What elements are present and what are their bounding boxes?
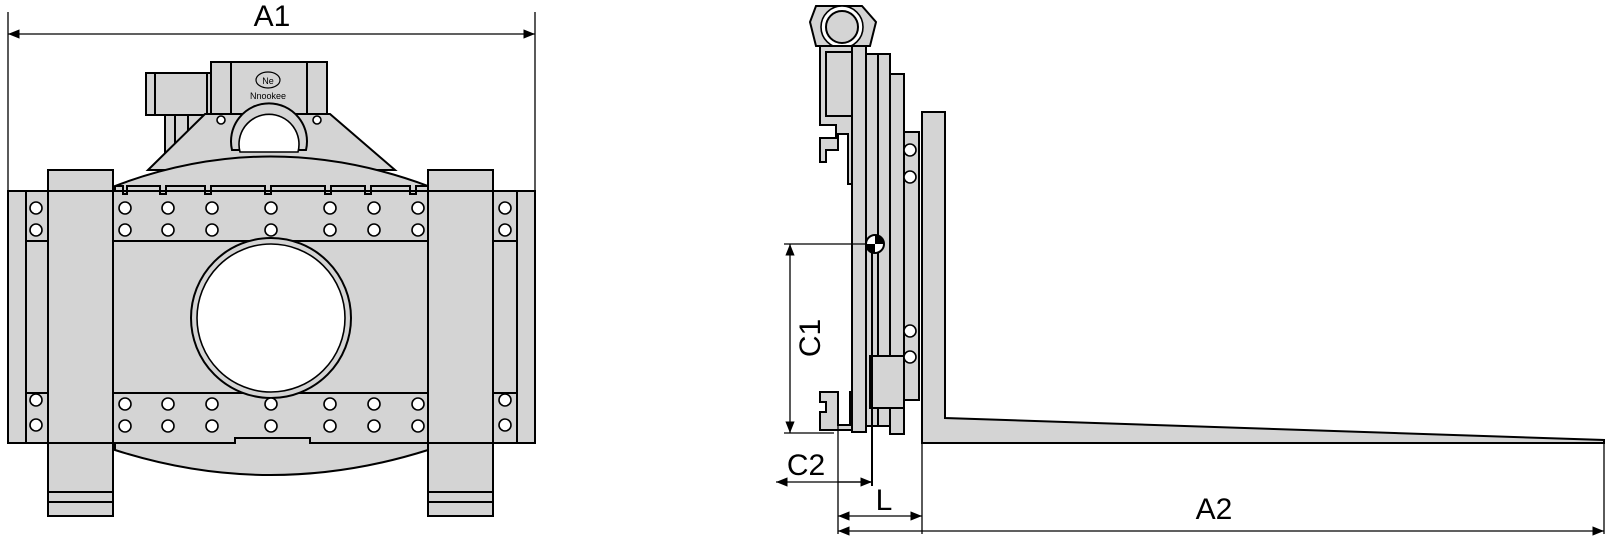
front-view: Ne Nnookee: [7, 0, 536, 517]
side-view: C1 C2 L A2: [776, 5, 1605, 536]
carriage-back-plate: [851, 45, 867, 433]
right-end-cap: [516, 190, 536, 444]
logo-monogram: Ne: [262, 76, 274, 86]
top-pin-inner: [825, 10, 859, 44]
dim-c1-label: C1: [794, 319, 827, 357]
rotator-bore: [196, 243, 346, 393]
left-end-cap: [7, 190, 27, 444]
dim-c2-label: C2: [787, 449, 825, 482]
top-housing-left-cap: [210, 61, 232, 115]
left-hook-foot: [47, 491, 114, 517]
top-housing-right-cap: [306, 61, 328, 115]
bracket-pin-left: [216, 115, 226, 125]
bracket-pin-right: [312, 115, 322, 125]
right-hook-plate: [427, 169, 494, 493]
brand-logo: Ne Nnookee: [250, 71, 286, 101]
upper-gusset: [114, 155, 429, 192]
lower-carriage-block: [869, 355, 905, 409]
upper-hook-slot: [825, 51, 853, 117]
dim-l-label: L: [876, 484, 893, 517]
pivot-point-fill: [866, 235, 884, 253]
logo-wordmark: Nnookee: [250, 91, 286, 101]
upper-bracket-bore: [238, 113, 300, 153]
left-hook-plate: [47, 169, 114, 493]
bolt-holes: [29, 201, 512, 433]
dim-a1-label: A1: [254, 0, 291, 33]
logo-ring: [255, 71, 281, 89]
lower-gusset: [114, 437, 429, 476]
right-hook-foot: [427, 491, 494, 517]
fork: [921, 111, 1605, 444]
valve-block-inner: [154, 72, 208, 116]
dim-a2-label: A2: [1196, 493, 1233, 526]
